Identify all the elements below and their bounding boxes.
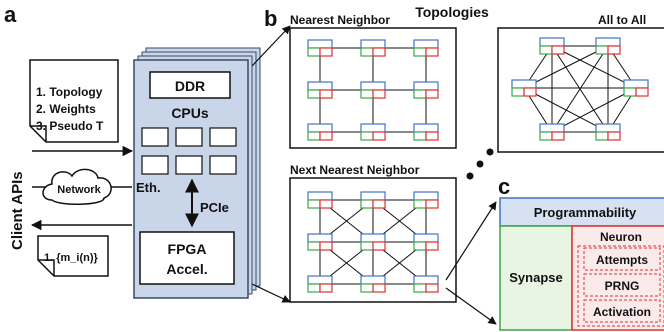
panel-label-a: a (4, 2, 17, 27)
network-cloud: Network (42, 168, 112, 205)
cpus-label: CPUs (171, 105, 209, 121)
neuron-inner-frame (577, 245, 664, 327)
input-doc-line-2: 2. Weights (36, 102, 96, 116)
topology-node (307, 81, 333, 99)
topology-node (413, 39, 439, 57)
topology-node (623, 79, 649, 97)
input-doc-line-3: 3. Pseudo T (36, 119, 104, 133)
output-document: 1. {m_i(n)} (37, 235, 109, 277)
node-zoom-top-arrow (445, 201, 497, 281)
topology-node (360, 81, 386, 99)
eth-label: Eth. (136, 180, 161, 195)
input-doc-line-1: 1. Topology (36, 85, 103, 99)
synapse-block (499, 225, 573, 331)
input-document: 1. Topology 2. Weights 3. Pseudo T (29, 59, 119, 143)
accel-label: Accel. (166, 261, 207, 277)
topology-node (360, 39, 386, 57)
topology-node (413, 191, 439, 209)
attempts-module (583, 247, 661, 271)
topology-node (413, 81, 439, 99)
topologies-title: Topologies (415, 4, 489, 20)
topology-node (307, 191, 333, 209)
prng-module (583, 273, 661, 297)
neuron-label: Neuron (600, 230, 642, 244)
prng-label: PRNG (605, 279, 640, 293)
topology-node (307, 123, 333, 141)
topology-node (539, 123, 565, 141)
topology-node (595, 37, 621, 55)
topology-node (307, 233, 333, 251)
topology-edge (523, 45, 609, 89)
output-doc-line: 1. {m_i(n)} (44, 252, 99, 264)
more-topologies-ellipsis (466, 148, 494, 180)
topology-node (413, 233, 439, 251)
ddr-block (149, 71, 231, 99)
activation-label: Activation (593, 305, 651, 319)
network-label: Network (57, 184, 101, 196)
node-zoom-bottom-arrow (445, 287, 497, 325)
topology-node (360, 191, 386, 209)
nearest-neighbor-label: Nearest Neighbor (290, 13, 390, 27)
topology-node (360, 123, 386, 141)
fpga-accel-block (139, 231, 235, 285)
topology-node (360, 275, 386, 293)
link-to-nearest (251, 25, 291, 67)
topology-node (307, 275, 333, 293)
attempts-label: Attempts (596, 253, 648, 267)
client-apis-label: Client APIs (9, 171, 26, 250)
ddr-label: DDR (175, 78, 205, 94)
topology-node (360, 233, 386, 251)
topology-edge (523, 87, 609, 133)
fpga-board: DDR CPUs Eth. PCIe FPGA Accel. (133, 47, 261, 299)
pcie-label: PCIe (200, 200, 229, 215)
topology-edge (551, 45, 609, 133)
fpga-label: FPGA (168, 241, 207, 257)
link-to-next-nearest (251, 283, 291, 303)
topology-node (511, 79, 537, 97)
panel-label-b: b (264, 6, 277, 31)
next-nearest-neighbor-label: Next Nearest Neighbor (290, 163, 420, 177)
topology-node (413, 123, 439, 141)
topology-edge (551, 87, 637, 133)
programmability-label: Programmability (534, 205, 637, 220)
panel-label-c: c (498, 174, 510, 199)
all-to-all-label: All to All (598, 13, 646, 27)
topology-node (413, 275, 439, 293)
synapse-label: Synapse (509, 270, 562, 285)
topology-node (307, 39, 333, 57)
activation-module (583, 299, 661, 323)
topology-node (539, 37, 565, 55)
cpu-grid (141, 127, 237, 175)
topology-node (595, 123, 621, 141)
